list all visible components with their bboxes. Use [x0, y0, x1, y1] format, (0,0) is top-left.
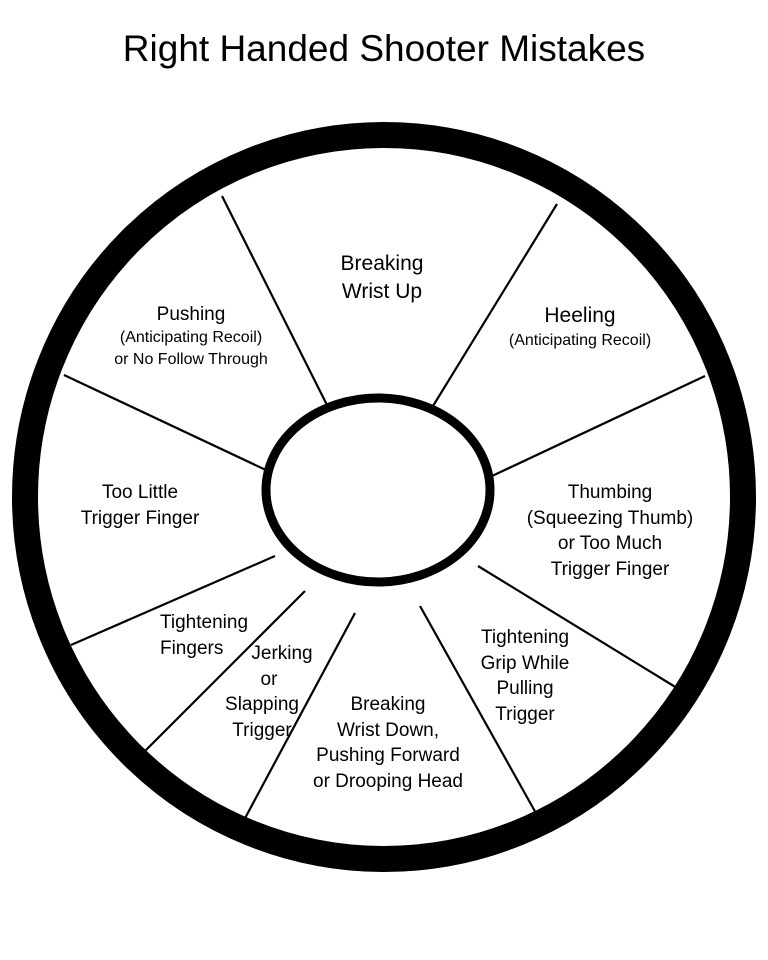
label-line: Trigger Finger: [80, 507, 200, 529]
segment-tightening-grip: Tightening Grip While Pulling Trigger: [481, 625, 570, 727]
label-line: Wrist Down,: [336, 719, 440, 741]
segment-breaking-wrist-up: Breaking Wrist Up: [341, 250, 424, 306]
segment-thumbing: Thumbing (Squeezing Thumb) or Too Much T…: [527, 480, 694, 582]
label-line: Trigger Finger: [550, 558, 670, 580]
label-line: Slapping: [225, 694, 299, 715]
label-main: Pushing: [156, 304, 226, 325]
label-line: Trigger: [232, 719, 292, 741]
divider-line: [142, 590, 306, 754]
segment-tightening-fingers: Tightening Fingers: [160, 610, 248, 661]
label-line: Grip While: [480, 652, 570, 674]
divider-line: [419, 605, 538, 816]
label-line: or Drooping Head: [313, 770, 463, 792]
label-line: Pushing Forward: [316, 745, 460, 766]
label-line: (Squeezing Thumb): [526, 507, 694, 529]
divider-line: [432, 203, 558, 407]
divider-line: [70, 554, 276, 647]
label-line: Pulling: [496, 678, 554, 699]
label-line: Fingers: [159, 637, 224, 659]
segment-heeling: Heeling (Anticipating Recoil): [509, 302, 651, 352]
label-line: Tightening: [159, 612, 249, 633]
label-sub: (Anticipating Recoil): [508, 332, 652, 349]
label-line: Too Little: [101, 482, 179, 503]
label-line: Tightening: [480, 627, 570, 648]
label-line: Breaking: [350, 694, 426, 715]
segment-jerking: Jerking or Slapping Trigger: [211, 641, 313, 743]
label-line: or Too Much: [557, 533, 663, 554]
label-main: Heeling: [544, 304, 616, 327]
segment-pushing: Pushing (Anticipating Recoil) or No Foll…: [114, 303, 268, 371]
label-sub: or No Follow Through: [114, 351, 268, 368]
divider-line: [242, 612, 356, 823]
inner-hub: [261, 393, 495, 587]
segment-too-little-trigger: Too Little Trigger Finger: [81, 480, 200, 531]
label-line: Breaking: [340, 252, 424, 275]
label-line: or: [260, 668, 278, 690]
divider-line: [63, 374, 269, 472]
label-sub: (Anticipating Recoil): [119, 329, 263, 346]
outer-ring: [12, 122, 756, 872]
diagram-title: Right Handed Shooter Mistakes: [122, 28, 646, 69]
label-line: Thumbing: [567, 482, 653, 503]
divider-line: [491, 375, 706, 477]
segment-breaking-wrist-down: Breaking Wrist Down, Pushing Forward or …: [313, 692, 463, 794]
divider-line: [221, 195, 328, 406]
label-line: Trigger: [495, 703, 555, 725]
label-line: Jerking: [251, 643, 313, 664]
label-line: Wrist Up: [341, 280, 423, 303]
divider-line: [477, 565, 678, 689]
